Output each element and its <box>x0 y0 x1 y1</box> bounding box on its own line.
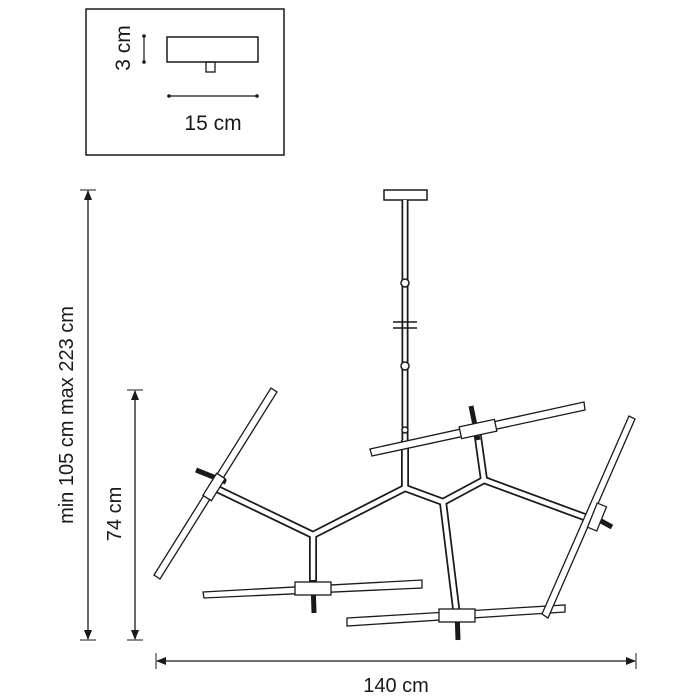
canopy-plate <box>166 36 259 63</box>
body-height-dimension <box>127 389 143 641</box>
light-tube <box>369 401 586 457</box>
light-tube <box>541 415 636 619</box>
suspension-chain <box>393 200 417 442</box>
body-height-label: 74 cm <box>104 487 126 541</box>
canopy-inset: 3 cm 15 cm <box>85 8 285 156</box>
canopy-width-label: 15 cm <box>184 112 241 135</box>
ceiling-canopy <box>383 189 428 201</box>
width-dimension <box>155 653 637 669</box>
chandelier <box>153 189 636 641</box>
light-tubes <box>153 387 636 641</box>
canopy-height-dimension <box>142 34 146 64</box>
total-height-label: min 105 cm max 223 cm <box>56 306 78 524</box>
light-tube <box>346 604 566 641</box>
total-height-dimension <box>80 189 96 641</box>
canopy-width-dimension <box>167 94 259 98</box>
light-tube <box>202 579 423 614</box>
light-tube <box>153 387 278 580</box>
canopy-height-label: 3 cm <box>112 25 135 71</box>
width-label: 140 cm <box>363 675 429 697</box>
